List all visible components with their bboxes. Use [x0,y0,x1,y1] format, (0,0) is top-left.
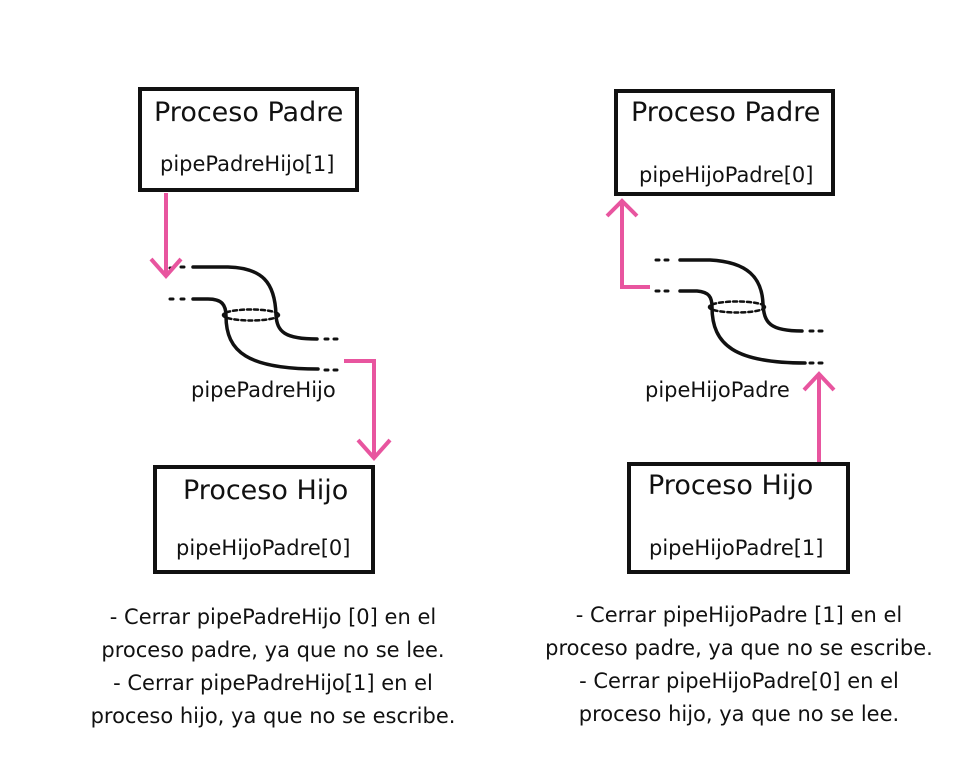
pipe-left [168,265,339,372]
arrow-left-out-icon [344,359,392,462]
right-child-fd-label: pipeHijoPadre[1] [649,536,824,560]
right-parent-process-box: Proceso Padre pipeHijoPadre[0] [614,89,835,196]
pipe-right-inner-wall [678,289,807,365]
left-notes: - Cerrar pipePadreHijo [0] en el proceso… [73,601,473,733]
pipe-right-outer-wall [678,258,804,333]
pipe-left-dots [168,265,339,372]
pipe-left-inner-wall [191,297,320,371]
right-note-line: - Cerrar pipeHijoPadre [1] en el [575,603,903,627]
left-note-line: proceso hijo, ya que no se escribe. [90,704,456,728]
pipe-right [654,258,824,365]
right-child-process-box: Proceso Hijo pipeHijoPadre[1] [627,462,850,574]
right-note-line: - Cerrar pipeHijoPadre[0] en el [579,669,899,693]
left-child-fd-label: pipeHijoPadre[0] [176,536,351,560]
right-pipe-label: pipeHijoPadre [645,378,790,402]
right-child-process-title: Proceso Hijo [648,470,814,501]
left-child-process-title: Proceso Hijo [183,475,349,506]
pipe-left-joint [221,308,281,322]
right-parent-process-title: Proceso Padre [631,97,821,128]
right-parent-fd-label: pipeHijoPadre[0] [639,163,814,187]
left-note-line: proceso padre, ya que no se lee. [101,638,445,662]
left-pipe-label: pipePadreHijo [191,378,336,402]
right-note-line: proceso padre, ya que no se escribe. [545,636,933,660]
arrow-left-down-icon [149,193,183,280]
left-note-line: - Cerrar pipePadreHijo [0] en el [109,605,437,629]
left-parent-fd-label: pipePadreHijo[1] [160,152,335,176]
left-parent-process-box: Proceso Padre pipePadreHijo[1] [138,87,359,192]
arrow-right-up-icon [605,198,650,289]
right-note-line: proceso hijo, ya que no se lee. [578,702,900,726]
left-note-line: - Cerrar pipePadreHijo[1] en el [113,671,433,695]
left-parent-process-title: Proceso Padre [154,97,344,128]
pipe-left-outer-wall [191,265,319,341]
pipe-right-dots [654,258,824,365]
pipe-right-joint [707,300,767,314]
arrow-right-in-icon [802,371,836,463]
right-notes: - Cerrar pipeHijoPadre [1] en el proceso… [534,599,944,731]
left-child-process-box: Proceso Hijo pipeHijoPadre[0] [153,465,375,574]
